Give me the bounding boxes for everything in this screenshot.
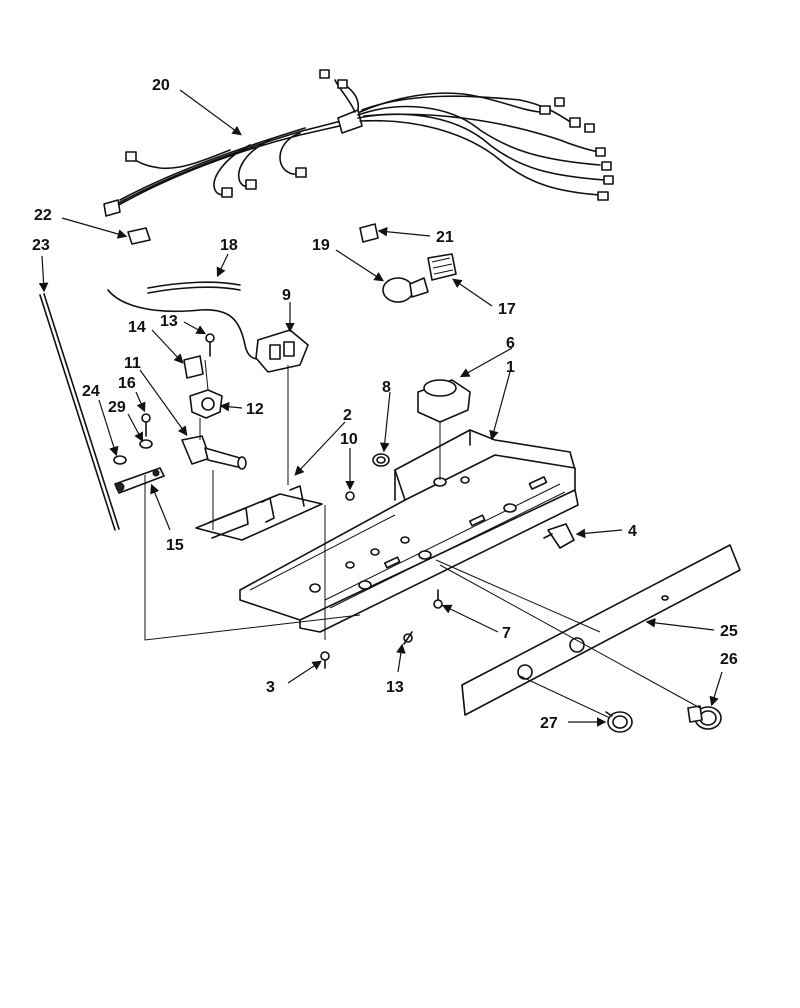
bushing-8 [372, 453, 390, 467]
callout-17: 17 [498, 301, 516, 318]
assembly-lines [144, 359, 701, 719]
callout-3: 3 [266, 679, 275, 696]
wire-harness [103, 69, 614, 217]
lever-15 [114, 467, 165, 494]
washer-29 [139, 439, 153, 449]
rod-23 [39, 293, 120, 531]
tube-18 [147, 281, 241, 294]
panel-25 [461, 544, 741, 716]
switch-9 [255, 329, 309, 373]
screw-10 [345, 491, 355, 501]
screw-3 [320, 651, 330, 669]
clip-22 [127, 227, 151, 245]
screw-13-bottom [403, 631, 413, 645]
clip-21 [359, 223, 379, 243]
callout-22: 22 [34, 207, 52, 224]
callout-13-bottom: 13 [386, 679, 404, 696]
part-4 [543, 523, 575, 549]
callout-18: 18 [220, 237, 238, 254]
callout-12: 12 [246, 401, 264, 418]
callout-24: 24 [82, 383, 100, 400]
callout-13-top: 13 [160, 313, 178, 330]
thermostat-11 [181, 435, 247, 470]
callout-15: 15 [166, 537, 184, 554]
callout-2: 2 [343, 407, 352, 424]
leader-lines [38, 89, 723, 727]
callout-1: 1 [506, 359, 515, 376]
socket-17 [427, 253, 457, 281]
light-bulb-19 [382, 277, 429, 303]
callout-9: 9 [282, 287, 291, 304]
callouts: 20 22 23 18 19 21 17 9 13 14 11 12 16 24… [32, 77, 738, 732]
callout-29: 29 [108, 399, 126, 416]
callout-23: 23 [32, 237, 50, 254]
bracket-2 [195, 485, 323, 541]
callout-25: 25 [720, 623, 738, 640]
screw-7 [433, 589, 443, 609]
bracket-12 [189, 389, 223, 419]
callout-19: 19 [312, 237, 330, 254]
knob-26 [687, 705, 722, 730]
callout-16: 16 [118, 375, 136, 392]
screw-13-top [205, 333, 215, 357]
knob-27 [605, 711, 633, 733]
callout-27: 27 [540, 715, 558, 732]
callout-26: 26 [720, 651, 738, 668]
screw-16 [141, 413, 151, 437]
washer-24 [113, 455, 127, 465]
callout-20: 20 [152, 77, 170, 94]
bracket-14 [183, 355, 204, 379]
callout-7: 7 [502, 625, 511, 642]
callout-4: 4 [628, 523, 637, 540]
callout-14: 14 [128, 319, 146, 336]
callout-8: 8 [382, 379, 391, 396]
callout-21: 21 [436, 229, 454, 246]
callout-6: 6 [506, 335, 515, 352]
control-housing-1 [239, 429, 579, 633]
callout-11: 11 [124, 355, 141, 372]
callout-10: 10 [340, 431, 358, 448]
timer-6 [417, 379, 471, 423]
